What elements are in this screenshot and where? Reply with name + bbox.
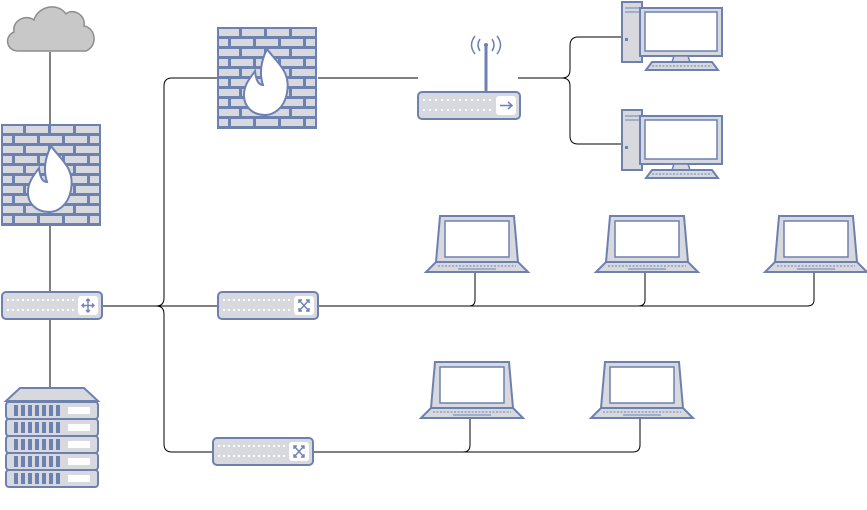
edge-router-firewall-top [102,77,218,307]
firewall-left-icon [1,124,101,226]
switch-bottom-icon [212,437,314,466]
wireless-router-icon [417,35,521,120]
laptop-5-icon [590,361,694,419]
edge-wireless-desktop-2 [561,77,623,145]
server-rack-icon [3,387,101,488]
switch-middle-icon [217,291,319,320]
desktop-1-icon [621,1,723,71]
laptop-3-icon [764,215,867,273]
edge-wireless-desktop-1 [518,36,623,79]
laptop-2-icon [595,215,699,273]
laptop-1-icon [425,215,529,273]
laptop-4-icon [420,361,524,419]
edge-router-switch-bottom [155,305,213,453]
connectors [49,36,815,453]
edge-switch-middle-laptops [316,272,815,307]
desktop-2-icon [621,109,723,179]
firewall-top-icon [217,27,317,129]
cloud-icon [6,6,95,52]
edge-switch-bottom-laptops [312,418,641,453]
core-router-icon [1,291,103,320]
